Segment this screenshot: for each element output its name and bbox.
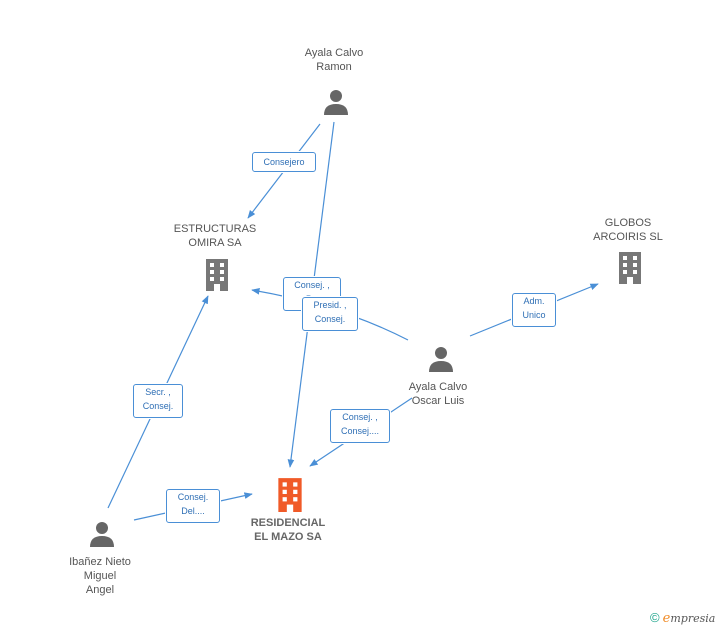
- relation-ramon-residencial[interactable]: Presid. , Consej.: [302, 297, 358, 331]
- building-icon[interactable]: [202, 257, 232, 291]
- node-label-ramon[interactable]: Ayala Calvo Ramon: [304, 47, 364, 73]
- node-label-residencial[interactable]: RESIDENCIAL EL MAZO SA: [250, 517, 326, 543]
- node-label-estructuras[interactable]: ESTRUCTURAS OMIRA SA: [173, 223, 257, 249]
- brand-name: mpresia: [670, 612, 716, 625]
- building-icon[interactable]: [274, 476, 306, 512]
- brand-initial: e: [662, 611, 671, 626]
- person-icon[interactable]: [322, 88, 350, 116]
- person-icon[interactable]: [88, 520, 116, 548]
- relation-ramon-estructuras[interactable]: Consejero: [252, 152, 316, 172]
- person-icon[interactable]: [427, 345, 455, 373]
- copyright-icon: ©: [650, 610, 660, 625]
- relation-ibanez-residencial[interactable]: Consej. Del....: [166, 489, 220, 523]
- relation-oscar-residencial[interactable]: Consej. , Consej....: [330, 409, 390, 443]
- relation-ibanez-estructuras[interactable]: Secr. , Consej.: [133, 384, 183, 418]
- node-label-globos[interactable]: GLOBOS ARCOIRIS SL: [593, 217, 663, 243]
- relation-oscar-globos[interactable]: Adm. Unico: [512, 293, 556, 327]
- node-label-ibanez[interactable]: Ibañez Nieto Miguel Angel: [69, 556, 131, 596]
- footer-brand: © empresia: [650, 610, 715, 626]
- node-label-oscar[interactable]: Ayala Calvo Oscar Luis: [408, 381, 468, 407]
- building-icon[interactable]: [615, 250, 645, 284]
